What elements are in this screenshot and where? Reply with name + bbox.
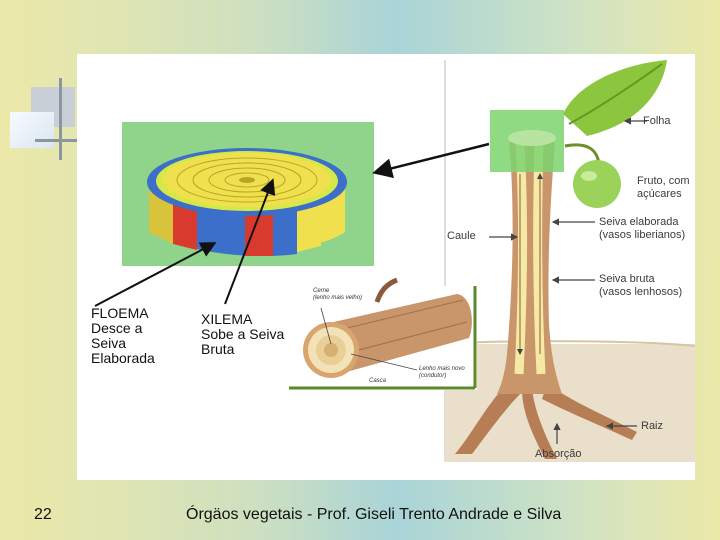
tree-illustration <box>444 60 695 462</box>
slide-footer: Órgäos vegetais - Prof. Giseli Trento An… <box>186 506 562 523</box>
casca-label: Casca <box>369 378 387 384</box>
slide-number: 22 <box>34 506 52 523</box>
log-illustration <box>287 277 477 390</box>
folha-label: Folha <box>643 115 671 127</box>
cerne-label: Cerne (lenho mais velho) <box>313 288 363 301</box>
seiva-bruta-label: Seiva bruta (vasos lenhosos) <box>599 273 683 298</box>
connector-arrow <box>372 142 490 179</box>
seiva-elaborada-label: Seiva elaborada (vasos liberianos) <box>599 216 686 241</box>
diagram-panel: FLOEMA Desce a Seiva Elaborada XILEMA So… <box>77 54 695 480</box>
fruto-label: Fruto, com açúcares <box>637 175 690 200</box>
absorcao-label: Absorção <box>535 448 582 460</box>
raiz-label: Raiz <box>641 420 664 432</box>
xilema-label: XILEMA Sobe a Seiva Bruta <box>201 311 285 357</box>
floema-pointer <box>94 242 217 307</box>
lenho-novo-label: Lenho mais novo (condutor) <box>419 366 465 379</box>
caule-label: Caule <box>447 230 476 242</box>
decor-square-light <box>10 112 54 148</box>
floema-label: FLOEMA Desce a Seiva Elaborada <box>91 305 155 366</box>
xilema-pointer <box>224 178 276 305</box>
decor-line-vertical <box>59 78 62 160</box>
decor-line-horizontal <box>35 139 81 142</box>
diagram-svg <box>94 60 695 462</box>
